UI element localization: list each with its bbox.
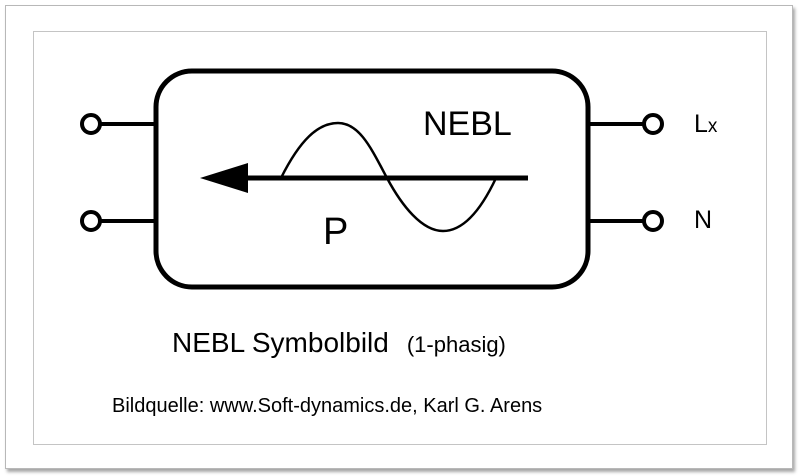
block-label: NEBL bbox=[423, 105, 512, 143]
terminal-label-lx: Lx bbox=[694, 112, 717, 137]
caption: NEBL Symbolbild (1-phasig) bbox=[172, 329, 506, 357]
terminal-label-subscript: x bbox=[707, 116, 718, 137]
arrow-head-icon bbox=[200, 163, 248, 193]
terminal-label-l: L bbox=[694, 110, 708, 138]
right-bottom-terminal-icon bbox=[642, 210, 664, 232]
caption-subtitle: (1-phasig) bbox=[406, 332, 506, 357]
inner-border bbox=[33, 31, 767, 445]
sine-wave-icon bbox=[279, 121, 498, 233]
caption-title: NEBL Symbolbild bbox=[172, 327, 389, 358]
power-label: P bbox=[323, 211, 349, 253]
nebl-block bbox=[153, 68, 591, 290]
image-frame bbox=[5, 5, 793, 469]
right-top-terminal-icon bbox=[642, 113, 664, 135]
left-top-terminal-icon bbox=[80, 113, 102, 135]
left-bottom-terminal-icon bbox=[80, 210, 102, 232]
image-source: Bildquelle: www.Soft-dynamics.de, Karl G… bbox=[112, 395, 543, 417]
terminal-label-n: N bbox=[694, 206, 713, 234]
